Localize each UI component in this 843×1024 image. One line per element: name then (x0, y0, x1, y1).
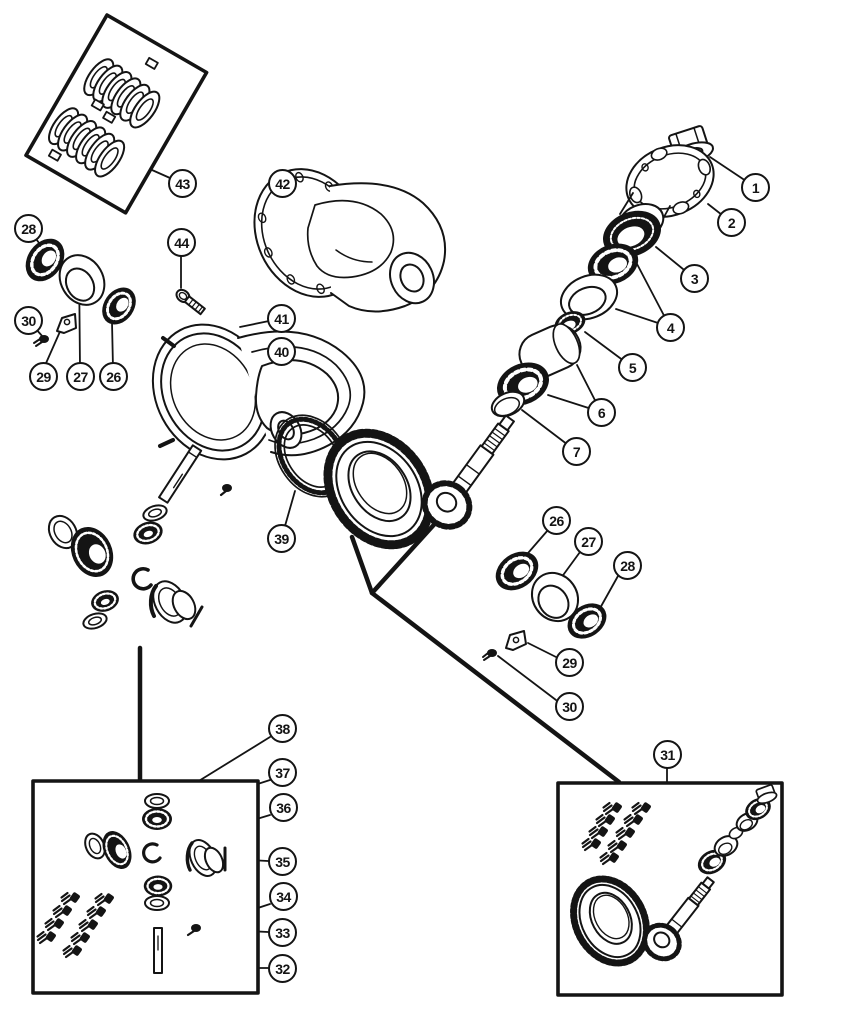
kit-c-clip-36 (142, 842, 162, 864)
callout-29-left: 29 (29, 362, 58, 391)
callout-39: 39 (267, 524, 296, 553)
lock-screw-30-right (482, 649, 497, 661)
callout-1: 1 (741, 173, 770, 202)
ring-gear-drawing (323, 428, 435, 550)
callout-34: 34 (269, 882, 298, 911)
pinion-shaft-screw (219, 484, 232, 497)
callout-3: 3 (680, 264, 709, 293)
adjuster-lock-29-left (56, 313, 77, 334)
callout-26-right: 26 (542, 506, 571, 535)
pinion-shim-drawing (490, 390, 526, 418)
kit31-ring-gear (570, 875, 650, 967)
clutch-clips (47, 56, 159, 162)
bearing-race-27-left (58, 254, 106, 306)
callout-28-right: 28 (613, 551, 642, 580)
c-clip (131, 566, 153, 591)
kit-pinion-gear-lower (142, 874, 174, 898)
hub-pin (189, 605, 204, 628)
callout-42: 42 (268, 169, 297, 198)
callout-7: 7 (562, 437, 591, 466)
kit-pinion-gear-upper (140, 806, 174, 832)
callout-40: 40 (267, 337, 296, 366)
kit-side-gear (102, 831, 132, 869)
kit31-pinion (642, 876, 715, 962)
clutch-pack-box (24, 13, 209, 215)
differential-case-drawing (253, 168, 447, 313)
adjuster-lock-29-right (505, 630, 527, 651)
callout-6: 6 (587, 398, 616, 427)
callout-41: 41 (267, 304, 296, 333)
kit31-nut (755, 784, 778, 805)
collapsible-spacer-drawing (490, 323, 582, 413)
callout-31: 31 (653, 740, 682, 769)
callout-27-left: 27 (66, 362, 95, 391)
internal-kit-box (31, 779, 260, 995)
callout-30-left: 30 (14, 306, 43, 335)
kit-cross-pin-32 (153, 927, 163, 974)
group-leader-lines (137, 515, 622, 785)
bolt-44 (175, 288, 206, 316)
callout-32: 32 (268, 954, 297, 983)
callout-28-left: 28 (14, 214, 43, 243)
kit-thrust-washer-38 (144, 793, 170, 809)
pinion-gear-lower (87, 585, 123, 617)
kit31-bearing-stack (692, 784, 778, 881)
callout-27-right: 27 (574, 527, 603, 556)
kit-pinion-washer-lower (144, 895, 170, 911)
callout-29-right: 29 (555, 648, 584, 677)
outer-pinion-bearing-drawing (559, 234, 647, 321)
callout-4: 4 (656, 313, 685, 342)
pinion-thrust-washer-upper (140, 501, 170, 525)
side-gear (70, 526, 114, 578)
callout-30-right: 30 (555, 692, 584, 721)
pinion-thrust-washer-lower (80, 609, 110, 633)
right-bearing-cluster (482, 541, 615, 661)
differential-internals-cluster (47, 444, 232, 633)
left-bearing-cluster (15, 229, 206, 347)
side-gear-hub (148, 580, 197, 624)
callout-33: 33 (268, 918, 297, 947)
callout-36: 36 (269, 793, 298, 822)
leader-pinion-to-box31 (369, 515, 443, 596)
callout-38: 38 (268, 714, 297, 743)
kit-lock-screw-33 (186, 924, 201, 937)
gear-kit-box (556, 781, 784, 997)
kit-hub-35 (185, 839, 227, 877)
callout-26-left: 26 (99, 362, 128, 391)
callout-5: 5 (618, 353, 647, 382)
callout-44: 44 (167, 228, 196, 257)
cross-shaft (158, 444, 203, 504)
drive-pinion-drawing (421, 414, 515, 530)
callout-2: 2 (717, 208, 746, 237)
callout-37: 37 (268, 758, 297, 787)
bearing-race-27-right (530, 571, 580, 623)
lock-screw-30-left (33, 335, 49, 347)
callout-35: 35 (268, 847, 297, 876)
pinion-gear-upper (129, 516, 167, 550)
callout-43: 43 (168, 169, 197, 198)
